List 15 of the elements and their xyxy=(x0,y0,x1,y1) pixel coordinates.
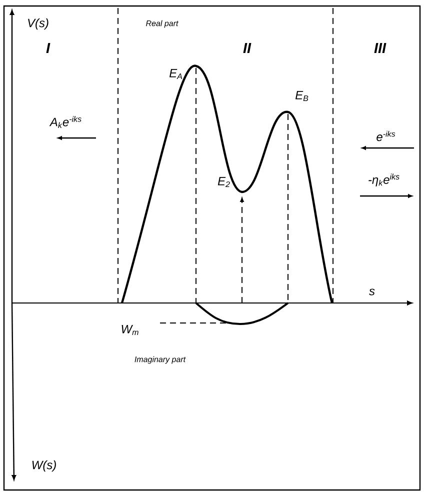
region-numeral: III xyxy=(374,43,386,53)
peak-label: E$_{A}$ xyxy=(169,68,182,80)
region-caption: Real part xyxy=(146,20,178,28)
region-numeral: I xyxy=(46,43,50,53)
peak-label: E$_{B}$ xyxy=(295,90,308,102)
region-numeral: II xyxy=(243,43,252,53)
well-label: E$_{2}$ xyxy=(218,176,230,188)
axis-label: W(s) xyxy=(32,460,56,472)
region-caption: Imaginary part xyxy=(134,356,186,364)
wave-label: -η$_{k}$e$^{iks}$ xyxy=(368,174,400,186)
axis-label: s xyxy=(369,288,375,296)
wave-label: A$_{k}$e$^{-iks}$ xyxy=(49,116,82,128)
depth-label: W$_{m}$ xyxy=(122,324,138,336)
wave-label: e$^{-iks}$ xyxy=(376,130,396,142)
axis-label: V(s) xyxy=(28,18,48,30)
